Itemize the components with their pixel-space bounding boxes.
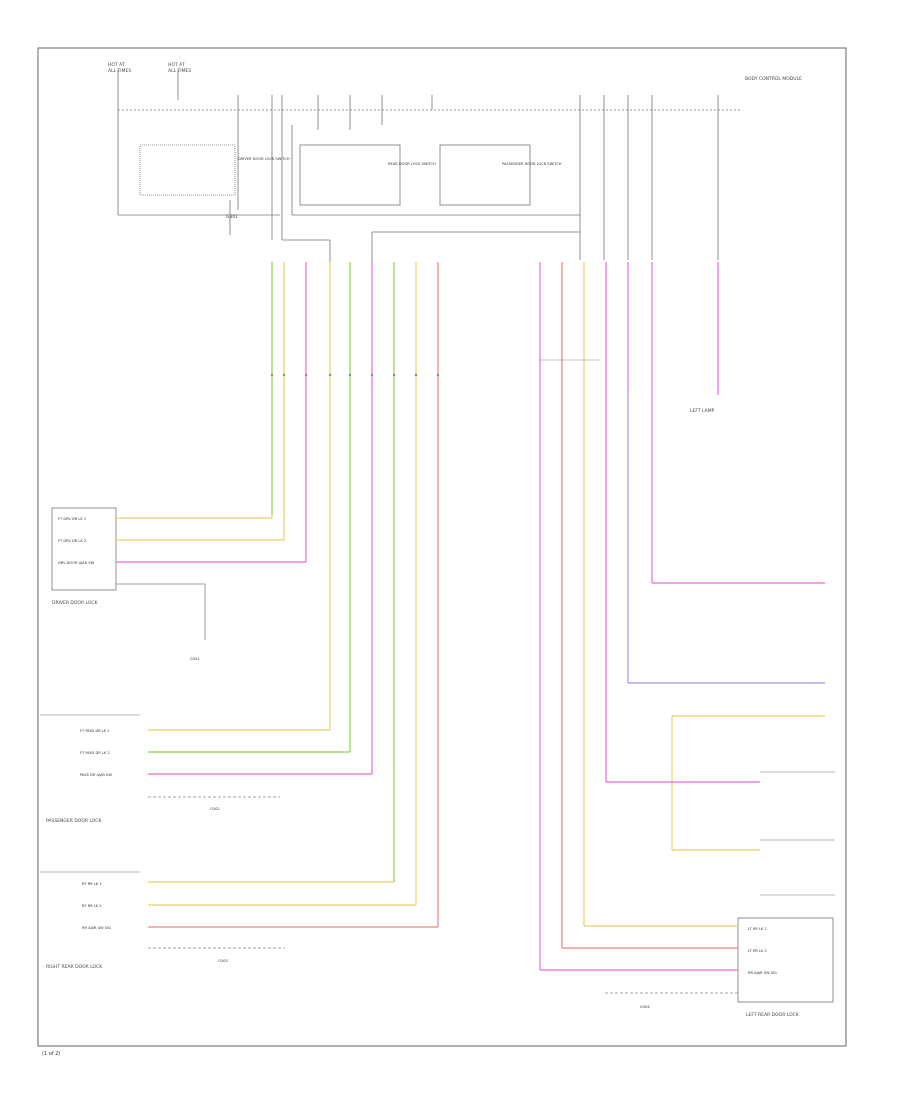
svg-text:FT DRV DR LK 2: FT DRV DR LK 2	[58, 539, 86, 543]
passenger-ground: G302	[210, 807, 220, 811]
svg-text:FT DRV DR LK 1: FT DRV DR LK 1	[58, 517, 86, 521]
right-wire-bundle	[539, 262, 719, 970]
driver-lock-label: DRIVER DOOR LOCK	[52, 600, 99, 606]
passenger-door-lock: FT PASS DR LK 1 FT PASS DR LK 2 PASS DR …	[40, 714, 140, 824]
svg-text:DRV DOOR AJAR SW: DRV DOOR AJAR SW	[58, 561, 95, 565]
header-labels: HOT AT ALL TIMES HOT AT ALL TIMES G301 B…	[108, 62, 802, 220]
left-rear-door-lock: LT RR LK 1 LT RR LK 2 RR AJAR SW SIG LEF…	[737, 917, 834, 1018]
svg-text:RT RR LK 2: RT RR LK 2	[82, 904, 102, 908]
passenger-lock-wires	[148, 729, 372, 798]
passenger-lock-label: PASSENGER DOOR LOCK	[46, 818, 102, 824]
right-rear-ground: G303	[218, 959, 228, 963]
rear-switch-label: REAR DOOR LOCK SWITCH	[388, 162, 436, 166]
svg-text:LT RR LK 1: LT RR LK 1	[748, 927, 767, 931]
left-wire-bundle	[271, 262, 439, 927]
left-rear-ground: G304	[640, 1005, 650, 1009]
driver-ground: G301	[190, 657, 200, 661]
bcm-connector-area	[117, 70, 740, 262]
svg-text:ALL TIMES: ALL TIMES	[108, 68, 131, 74]
driver-switch-label: DRIVER DOOR LOCK SWITCH	[238, 157, 290, 161]
left-splice-marks	[270, 373, 440, 377]
driver-door-lock: FT DRV DR LK 1 FT DRV DR LK 2 DRV DOOR A…	[51, 507, 117, 606]
svg-text:RR AJAR SW SIG: RR AJAR SW SIG	[748, 971, 777, 975]
right-side-connectors	[606, 582, 825, 851]
svg-text:RT RR LK 1: RT RR LK 1	[82, 882, 102, 886]
diagram-border	[37, 47, 847, 1047]
right-rear-lock-label: RIGHT REAR DOOR LOCK	[46, 964, 103, 970]
svg-text:ALL TIMES: ALL TIMES	[168, 68, 191, 74]
right-rear-lock-wires	[148, 881, 438, 949]
left-rear-lock-wires	[540, 925, 738, 994]
page-label: (1 of 2)	[42, 1051, 60, 1057]
g301-label: G301	[226, 214, 238, 220]
svg-text:HOT AT: HOT AT	[168, 62, 185, 68]
left-lamp-label: LEFT LAMP	[690, 408, 715, 414]
right-rear-door-lock: RT RR LK 1 RT RR LK 2 RR AJAR SW SIG RIG…	[40, 871, 140, 970]
bcm-label: BODY CONTROL MODULE	[745, 76, 802, 82]
svg-text:FT PASS DR LK 2: FT PASS DR LK 2	[80, 751, 110, 755]
right-dividers	[760, 771, 835, 896]
left-rear-lock-label: LEFT REAR DOOR LOCK	[746, 1012, 800, 1018]
svg-text:RR AJAR SW SIG: RR AJAR SW SIG	[82, 926, 111, 930]
svg-text:PASS DR AJAR SW: PASS DR AJAR SW	[80, 773, 112, 777]
svg-text:FT PASS DR LK 1: FT PASS DR LK 1	[80, 729, 110, 733]
driver-lock-wires	[116, 515, 306, 640]
svg-text:HOT AT: HOT AT	[108, 62, 125, 68]
passenger-switch-label: PASSENGER DOOR LOCK SWITCH	[502, 162, 562, 166]
svg-text:LT RR LK 2: LT RR LK 2	[748, 949, 767, 953]
